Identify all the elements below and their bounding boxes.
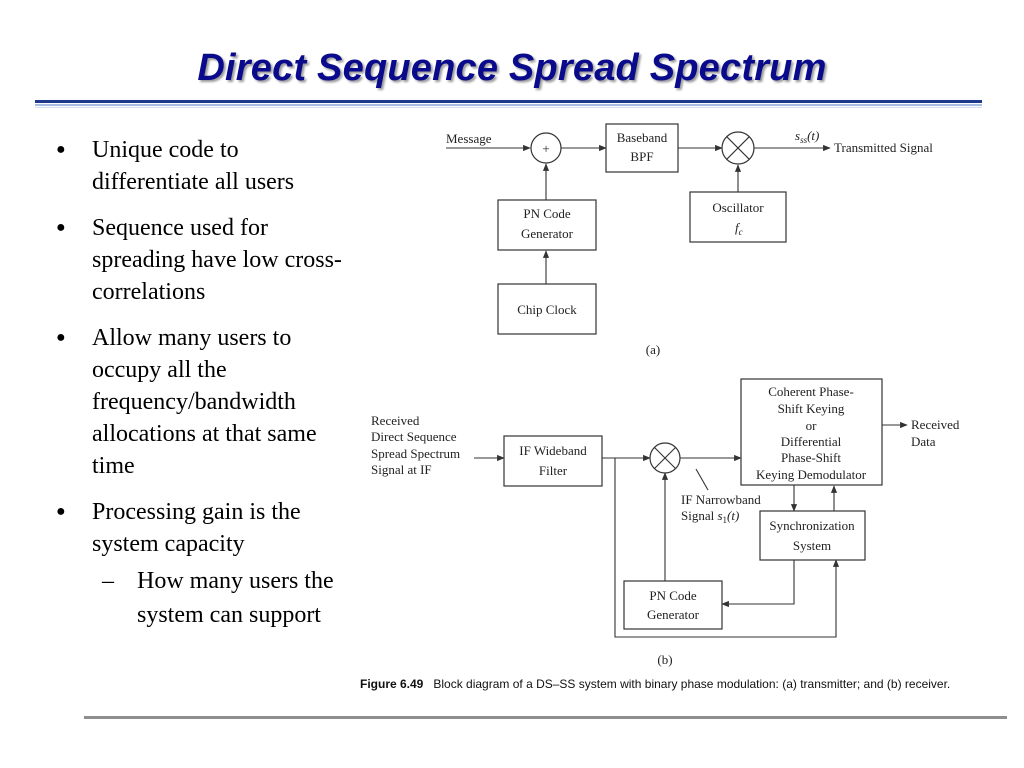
- figure-number: Figure 6.49: [360, 677, 424, 691]
- pn-code-label-line: Generator: [521, 226, 574, 241]
- rx-input-label-line: Direct Sequence: [371, 429, 457, 444]
- demod-label-line: Keying Demodulator: [756, 467, 867, 482]
- diagram-b-label: (b): [657, 652, 672, 667]
- oscillator-label: Oscillator: [712, 200, 764, 215]
- chip-clock-label: Chip Clock: [517, 302, 577, 317]
- demod-label-line: or: [806, 418, 818, 433]
- sync-to-pn-wire: [721, 560, 795, 608]
- if-filter-label-line: Filter: [539, 463, 568, 478]
- synchronization-system-block: Synchronization System: [759, 510, 866, 561]
- adder-symbol: +: [530, 132, 562, 164]
- bpf-label-line: Baseband: [617, 130, 668, 145]
- rx-input-label-line: Received: [371, 413, 420, 428]
- bullet-item: ● Processing gain is the system capacity…: [52, 496, 352, 632]
- rx-input-label-line: Signal at IF: [371, 462, 432, 477]
- sub-bullet-text: How many users the system can support: [137, 568, 334, 628]
- transmitter-diagram: Message + Baseband BPF sss(t) Transmitte…: [446, 123, 933, 357]
- footer-divider: [84, 716, 1007, 719]
- received-data-label-line: Data: [911, 434, 936, 449]
- title-divider-shade: [35, 104, 982, 106]
- received-data-label-line: Received: [911, 417, 960, 432]
- demodulator-block: Coherent Phase- Shift Keying or Differen…: [740, 378, 883, 486]
- sss-signal-label: sss(t): [795, 128, 819, 145]
- dash-icon: –: [102, 568, 114, 594]
- bullet-text: Unique code to differentiate all users: [92, 137, 295, 195]
- bullet-item: ● Allow many users to occupy all the fre…: [52, 322, 352, 482]
- rx-pn-code-label-line: Generator: [647, 607, 700, 622]
- oscillator-freq-label: fc: [735, 220, 743, 237]
- sync-label-line: System: [793, 538, 831, 553]
- slide-title: Direct Sequence Spread Spectrum: [197, 47, 827, 89]
- bullet-dot-icon: ●: [56, 503, 66, 520]
- filter-to-sync-wire: [614, 458, 840, 638]
- narrowband-label-line2: Signal s1(t): [681, 508, 739, 525]
- narrowband-leader-line: [695, 468, 709, 491]
- bullet-dot-icon: ●: [56, 219, 66, 236]
- bullet-item: ● Sequence used for spreading have low c…: [52, 212, 352, 308]
- message-label: Message: [446, 131, 492, 146]
- demod-label-line: Differential: [781, 434, 842, 449]
- caption-text: Block diagram of a DS–SS system with bin…: [433, 677, 951, 691]
- bullet-text: Sequence used for spreading have low cro…: [92, 215, 342, 305]
- bullet-text: Allow many users to occupy all the frequ…: [92, 325, 317, 479]
- sub-bullet-item: – How many users the system can support: [92, 564, 352, 632]
- demod-label-line: Shift Keying: [778, 401, 845, 416]
- bpf-label-line: BPF: [630, 149, 653, 164]
- bullet-text: Processing gain is the system capacity: [92, 499, 301, 557]
- diagram-a-label: (a): [646, 342, 660, 357]
- bullet-item: ● Unique code to differentiate all users: [52, 134, 352, 198]
- if-wideband-filter-block: IF Wideband Filter: [503, 435, 603, 487]
- tx-oscillator-block: Oscillator fc: [689, 191, 787, 243]
- bullet-dot-icon: ●: [56, 141, 66, 158]
- tx-mixer-symbol: [721, 131, 755, 165]
- sync-label-line: Synchronization: [769, 518, 855, 533]
- adder-sign: +: [542, 141, 549, 156]
- rx-pn-code-label-line: PN Code: [649, 588, 697, 603]
- pn-code-label-line: PN Code: [523, 206, 571, 221]
- tx-pn-code-generator-block: PN Code Generator: [497, 199, 597, 251]
- if-filter-label-line: IF Wideband: [519, 443, 587, 458]
- demod-label-line: Phase-Shift: [781, 450, 841, 465]
- demod-label-line: Coherent Phase-: [768, 384, 854, 399]
- bullet-list: ● Unique code to differentiate all users…: [52, 134, 352, 646]
- baseband-bpf-block: Baseband BPF: [605, 123, 679, 173]
- chip-clock-block: Chip Clock: [497, 283, 597, 335]
- rx-pn-code-generator-block: PN Code Generator: [623, 580, 723, 630]
- narrowband-label-line1: IF Narrowband: [681, 492, 761, 507]
- title-divider: [35, 100, 982, 103]
- receiver-diagram: Received Direct Sequence Spread Spectrum…: [371, 378, 960, 667]
- transmitted-signal-label: Transmitted Signal: [834, 140, 933, 155]
- rx-input-label-line: Spread Spectrum: [371, 446, 460, 461]
- bullet-dot-icon: ●: [56, 329, 66, 346]
- figure-caption: Figure 6.49 Block diagram of a DS–SS syst…: [360, 677, 1000, 692]
- rx-mixer-symbol: [649, 442, 681, 474]
- title-divider-light: [35, 107, 982, 108]
